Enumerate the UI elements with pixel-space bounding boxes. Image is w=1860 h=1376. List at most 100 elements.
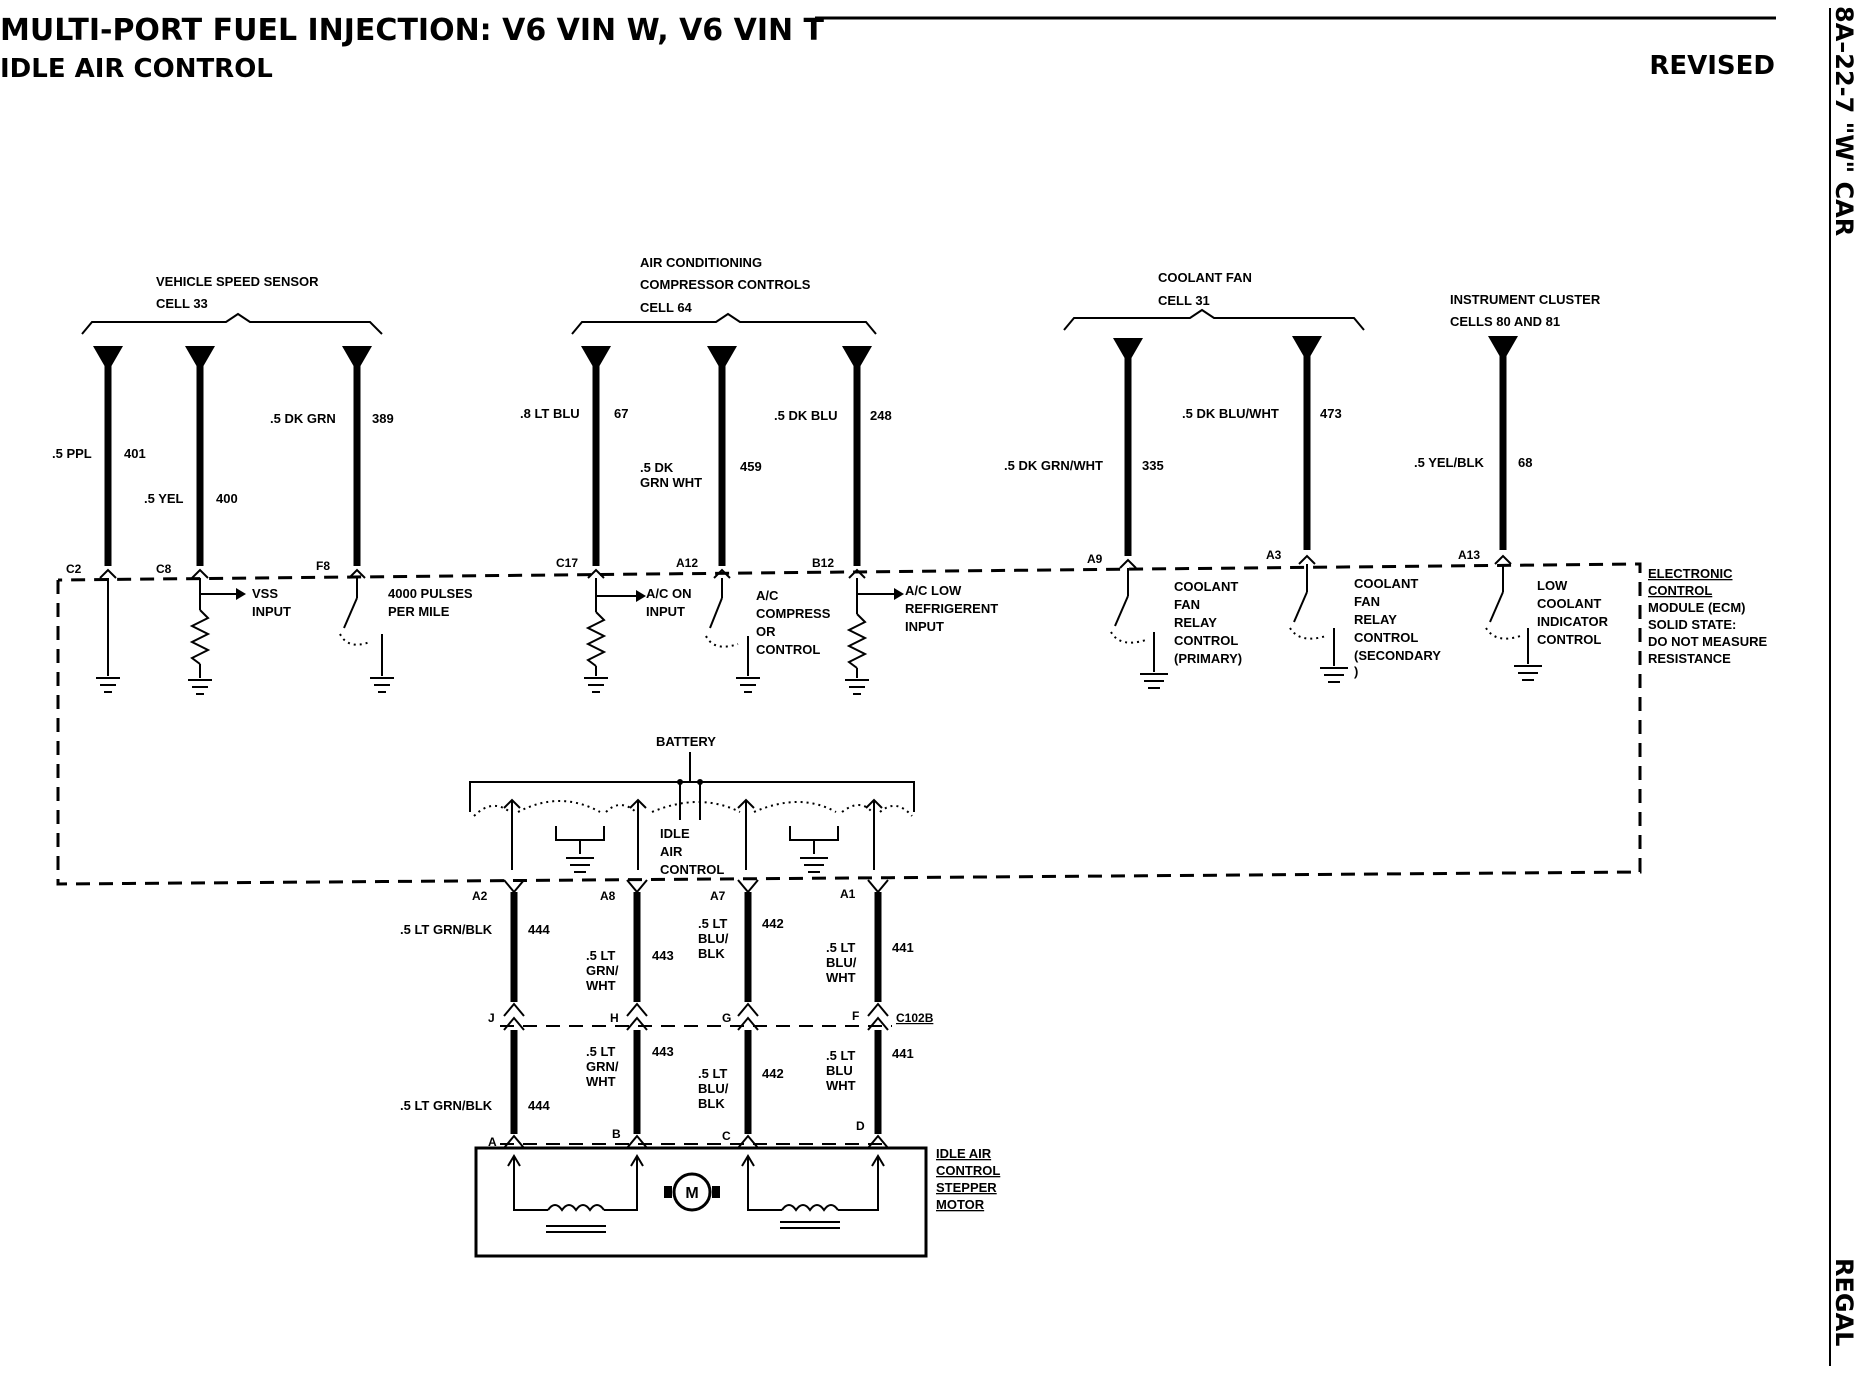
group-brace	[1063, 308, 1365, 331]
side-code: 8A–22-7 "W" CAR	[1830, 6, 1858, 236]
ground-icon	[188, 679, 212, 695]
side-model: REGAL	[1830, 1258, 1858, 1346]
wire-terminal-icon	[1113, 338, 1143, 364]
switch-icon	[709, 597, 723, 629]
switch-icon	[1489, 591, 1504, 623]
input-label: FAN	[1354, 594, 1380, 609]
input-label: COMPRESS	[756, 606, 831, 621]
ground-icon	[736, 677, 760, 693]
pin-label: C17	[556, 556, 578, 570]
coil-leads-left	[513, 1156, 638, 1211]
input-label: CONTROL	[1174, 633, 1238, 648]
connector-id: C102B	[896, 1011, 934, 1025]
input-label: INPUT	[252, 604, 291, 619]
switch-link	[705, 635, 739, 648]
ground-icon	[96, 677, 120, 693]
pin-label: A13	[1458, 548, 1480, 562]
input-label: CONTROL	[1537, 632, 1601, 647]
input-label: COOLANT	[1537, 596, 1601, 611]
ground-icon	[1320, 667, 1348, 683]
wire-389: .5 DK GRN 389 F8 4000 PULSES PER MILE	[270, 346, 473, 693]
ecm-label: ELECTRONIC CONTROL MODULE (ECM) SOLID ST…	[1648, 566, 1768, 666]
input-label: (SECONDARY	[1354, 648, 1441, 663]
motor-symbol: M	[685, 1185, 698, 1202]
wire-terminal-icon	[1488, 336, 1518, 362]
wire-color: .5 DK BLU/WHT	[1182, 406, 1279, 421]
connector-chevron-icon	[626, 1134, 648, 1149]
switch-link	[1110, 631, 1147, 644]
input-label: INPUT	[646, 604, 685, 619]
wire-color-2: GRN WHT	[640, 475, 702, 490]
wire-terminal-icon	[707, 346, 737, 372]
ground-icon	[1514, 665, 1542, 681]
iac-stepper-motor: M IDLE AIR CONTROL STEPPER MOTOR	[474, 1143, 1000, 1258]
arrow-right-icon	[894, 588, 904, 600]
arrow-right-icon	[636, 590, 646, 602]
iac-label: AIR	[660, 844, 683, 859]
wire-color: WHT	[586, 978, 616, 993]
connector-chevron-icon	[503, 1134, 525, 1149]
input-label: REFRIGERENT	[905, 601, 998, 616]
wire-terminal-icon	[342, 346, 372, 372]
input-label: (PRIMARY)	[1174, 651, 1242, 666]
switch-icon	[1293, 591, 1308, 623]
wire-circuit: 443	[652, 948, 674, 963]
input-label: A/C	[756, 588, 779, 603]
wire-circuit: 400	[216, 491, 238, 506]
wire-color: .5 LT	[586, 1044, 615, 1059]
wire-color: .5 YEL	[144, 491, 184, 506]
pin-label: A12	[676, 556, 698, 570]
driver-arrow-icons	[503, 798, 883, 809]
wire-color: .5 LT	[586, 948, 615, 963]
iac-label: CONTROL	[660, 862, 724, 877]
connector-chevron-icon	[867, 1134, 889, 1149]
resistor-icon	[585, 611, 607, 667]
wire-terminal-icon	[93, 346, 123, 372]
wire-248: .5 DK BLU 248 B12 A/C LOW REFRIGERENT IN…	[774, 346, 998, 695]
input-label: A/C ON	[646, 586, 692, 601]
iac-driver-block: BATTERY IDLE AIR CONTROL	[469, 734, 915, 877]
wire-401: .5 PPL 401 C2	[52, 346, 146, 693]
connector-chevron-icon	[503, 1016, 525, 1031]
connector-pin: J	[488, 1011, 495, 1025]
group-label: VEHICLE SPEED SENSOR	[156, 274, 319, 289]
ecm-label-line: RESISTANCE	[1648, 651, 1731, 666]
wire-circuit: 442	[762, 1066, 784, 1081]
wire-color: GRN/	[586, 1059, 619, 1074]
ground-icon	[566, 857, 594, 873]
input-label: VSS	[252, 586, 278, 601]
wire-color: BLK	[698, 1096, 725, 1111]
wire-color: .5 LT GRN/BLK	[400, 922, 493, 937]
input-label: LOW	[1537, 578, 1568, 593]
group-vehicle-speed-sensor: VEHICLE SPEED SENSOR CELL 33	[81, 274, 383, 335]
connector-chevron-icon	[348, 568, 366, 579]
wire-335: .5 DK GRN/WHT 335 A9 COOLANT FAN RELAY C…	[1004, 338, 1242, 689]
input-label: CONTROL	[1354, 630, 1418, 645]
input-label: FAN	[1174, 597, 1200, 612]
wire-circuit: 442	[762, 916, 784, 931]
input-label: INPUT	[905, 619, 944, 634]
connector-chevron-icon	[1119, 558, 1137, 569]
ecm-label-line: MODULE (ECM)	[1648, 600, 1746, 615]
input-label: RELAY	[1354, 612, 1397, 627]
input-label: )	[1354, 664, 1358, 679]
input-label: OR	[756, 624, 776, 639]
connector-chevron-icon	[1494, 554, 1512, 565]
iac-wire-443: A8 .5 LT GRN/ WHT 443 H .5 LT GRN/ WHT 4…	[586, 879, 674, 1149]
coil-leads-right	[747, 1156, 879, 1211]
coil-arrow-icons	[507, 1154, 644, 1167]
group-cell: CELLS 80 AND 81	[1450, 314, 1560, 329]
wire-circuit: 335	[1142, 458, 1164, 473]
connector-chevron-icon	[737, 879, 759, 894]
wire-459: .5 DK GRN WHT 459 A12 A/C COMPRESS OR CO…	[640, 346, 831, 693]
switch-link	[339, 633, 371, 646]
pin-label: B12	[812, 556, 834, 570]
connector-pin: H	[610, 1011, 619, 1025]
ground-icon	[584, 677, 608, 693]
group-label-0: AIR CONDITIONING	[640, 255, 762, 270]
wire-color: .5 LT	[698, 1066, 727, 1081]
wire-color: BLU/	[698, 1081, 729, 1096]
wire-color: GRN/	[586, 963, 619, 978]
connector-chevron-icon	[867, 879, 889, 894]
wire-circuit: 248	[870, 408, 892, 423]
